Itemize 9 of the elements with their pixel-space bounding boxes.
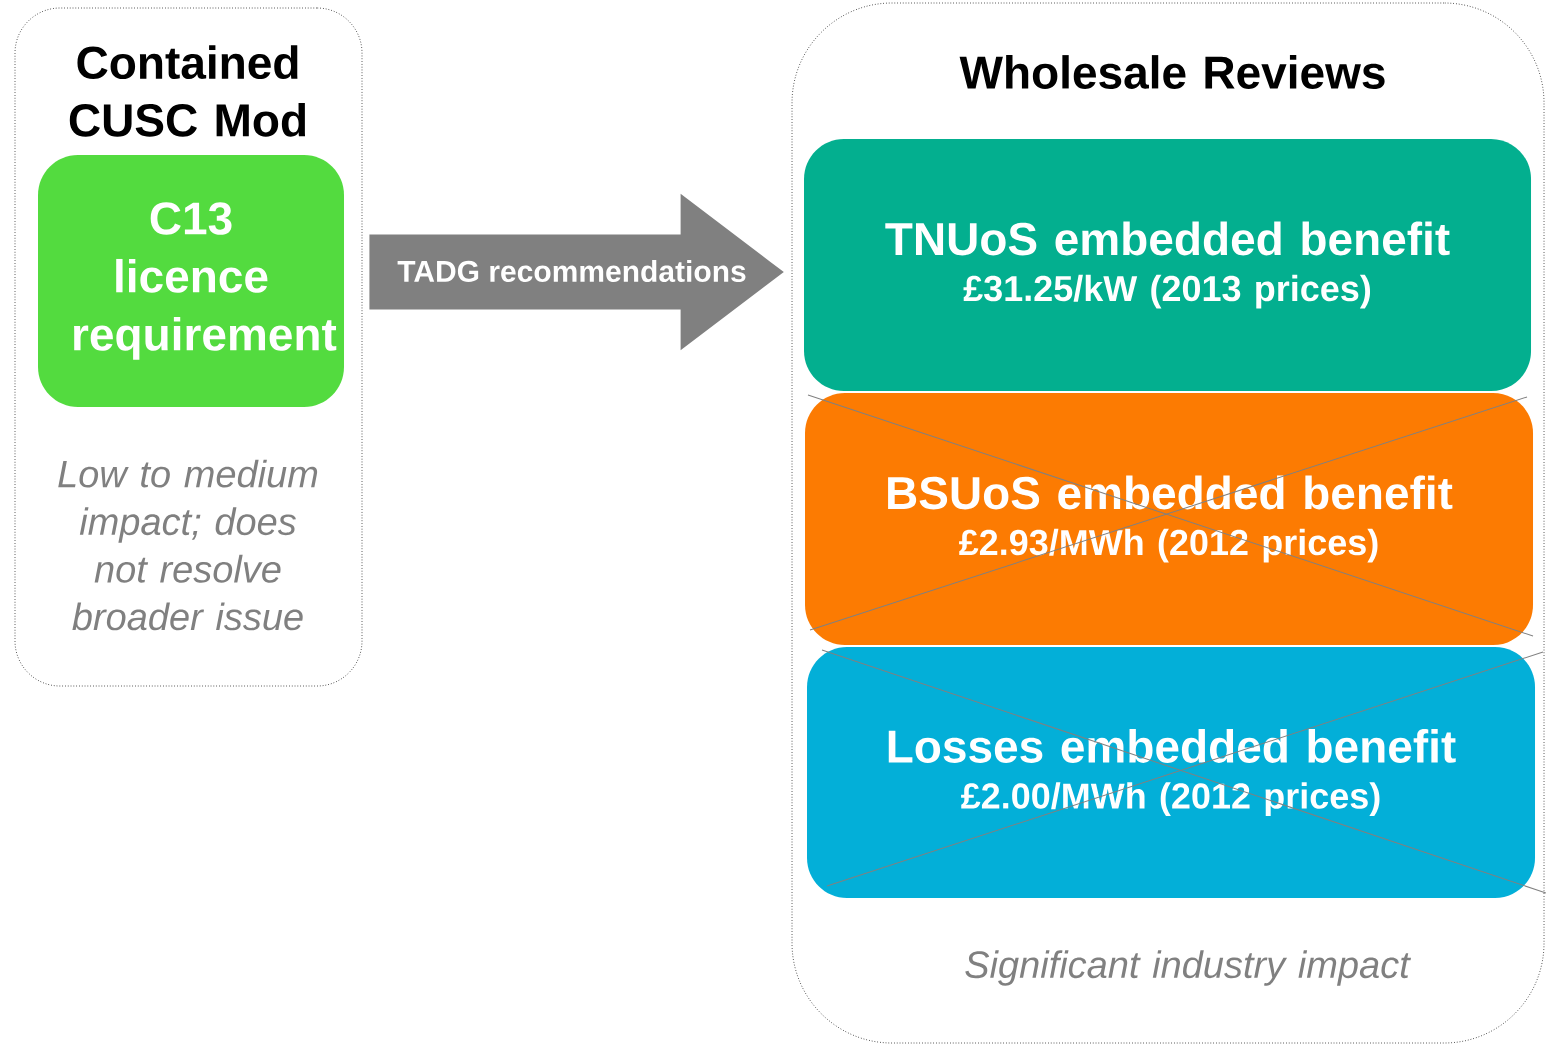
heading: Wholesale Reviews: [959, 55, 1385, 89]
edge-label: TADG recommendations: [395, 258, 749, 284]
benefit-box: TNUoS embedded benefit £31.25/kW (2013 prices): [804, 139, 1531, 391]
benefit-box: BSUoS embedded benefit £2.93/MWh (2012 prices): [805, 393, 1533, 645]
benefit-box: Losses embedded benefit £2.00/MWh (2012 prices): [807, 647, 1535, 898]
heading: Contained CUSC Mod: [69, 45, 306, 137]
benefit-box: C13 licence requirement: [38, 155, 344, 407]
note: Low to medium impact; does not resolve broader issue: [58, 459, 318, 631]
note: Significant industry impact: [965, 950, 1412, 986]
